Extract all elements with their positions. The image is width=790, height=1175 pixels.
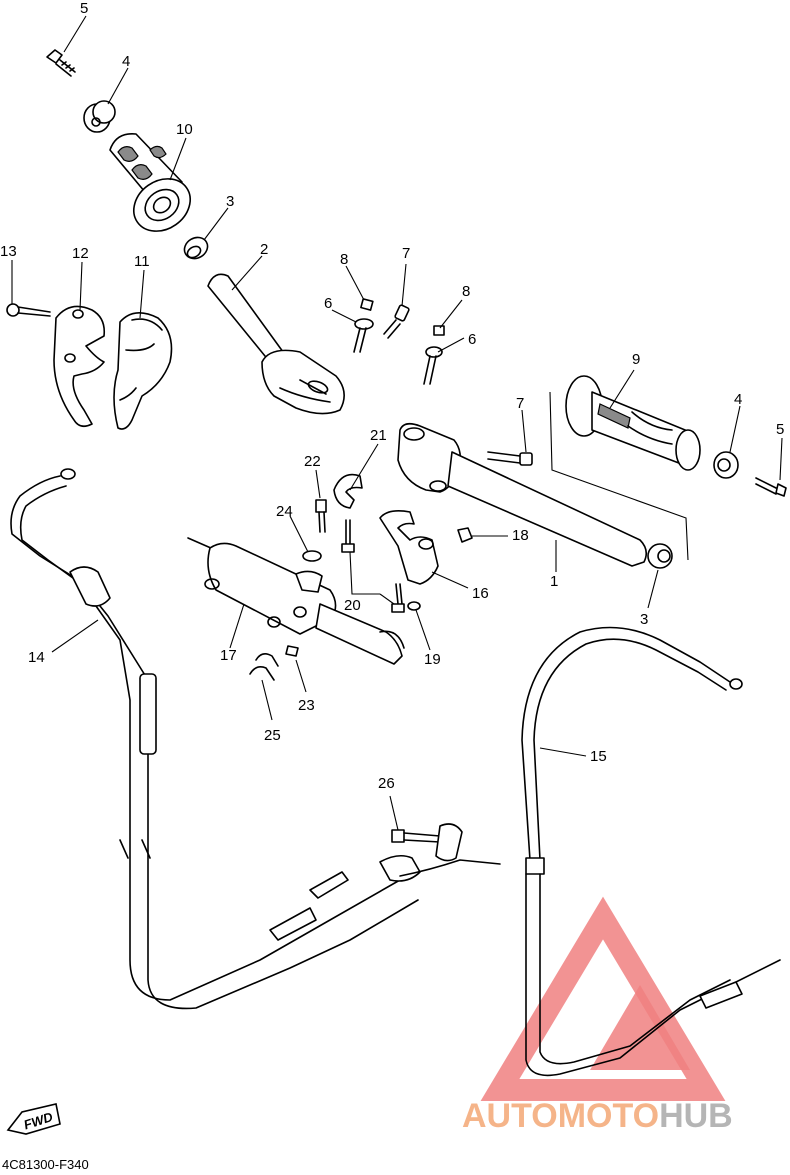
part-16-clamp <box>379 510 439 585</box>
callout-15: 15 <box>590 748 607 765</box>
part-14-throttle-cables <box>10 468 501 1010</box>
watermark: AUTOMOTOHUB <box>462 896 733 1135</box>
part-6-bolt-upper-right <box>423 346 443 385</box>
watermark-text-2: HUB <box>659 1097 733 1135</box>
watermark-triangle-icon <box>480 896 726 1101</box>
part-8-nut-upper-right <box>433 325 445 336</box>
callout-22: 22 <box>304 453 321 470</box>
part-18-nut <box>457 527 473 543</box>
part-5-bolt-left <box>46 49 76 77</box>
callout-2: 2 <box>260 241 268 258</box>
part-8-nut-upper-left <box>360 298 374 311</box>
part-20-bolt <box>341 519 355 553</box>
callout-7-b: 7 <box>516 395 524 412</box>
part-19-washer <box>407 601 421 611</box>
callout-7-a: 7 <box>402 245 410 262</box>
drawing-code: 4C81300-F340 <box>2 1157 89 1172</box>
fwd-direction-marker: FWD <box>6 1103 61 1135</box>
callout-13: 13 <box>0 243 17 260</box>
callout-8-b: 8 <box>462 283 470 300</box>
callout-6-a: 6 <box>324 295 332 312</box>
callout-16: 16 <box>472 585 489 602</box>
callout-19: 19 <box>424 651 441 668</box>
part-10-throttle-grip <box>109 133 191 232</box>
callout-26: 26 <box>378 775 395 792</box>
part-15-clutch-cable <box>521 626 781 1077</box>
callout-9: 9 <box>632 351 640 368</box>
callout-6-b: 6 <box>468 331 476 348</box>
part-3-cap-left <box>183 236 209 260</box>
right-assembly-frame <box>549 391 689 561</box>
callout-25: 25 <box>264 727 281 744</box>
callout-11: 11 <box>134 253 150 270</box>
callout-4-b: 4 <box>734 391 742 408</box>
callout-3-b: 3 <box>640 611 648 628</box>
callout-5-a: 5 <box>80 0 88 17</box>
part-22-bolt <box>315 499 327 533</box>
svg-text:AUTOMOTOHUB: AUTOMOTOHUB <box>462 1097 733 1135</box>
part-12-switch-housing <box>53 305 106 428</box>
callouts: 5 4 10 3 2 8 7 6 8 6 13 12 11 9 4 5 7 21… <box>0 0 784 792</box>
callout-3-a: 3 <box>226 193 234 210</box>
callout-4-a: 4 <box>122 53 130 70</box>
callout-10: 10 <box>176 121 193 138</box>
part-4-bar-end-collar-right <box>713 451 739 479</box>
callout-8-a: 8 <box>340 251 348 268</box>
part-11-switch-housing <box>113 312 173 430</box>
callout-20: 20 <box>344 597 361 614</box>
callout-18: 18 <box>512 527 529 544</box>
part-1-handlebar-right <box>397 422 648 567</box>
part-20-bolt-2 <box>391 583 405 613</box>
callout-14: 14 <box>28 649 45 666</box>
watermark-text-1: AUTOMOTO <box>462 1097 659 1135</box>
part-7-bolt-upper-left <box>383 304 410 339</box>
callout-12: 12 <box>72 245 89 262</box>
part-3-cap-right <box>647 543 673 569</box>
callout-17: 17 <box>220 647 237 664</box>
part-2-handlebar-left <box>207 273 345 415</box>
leader-lines <box>11 15 783 831</box>
part-4-bar-end-collar-left <box>83 100 116 133</box>
callout-1: 1 <box>550 573 558 590</box>
part-9-grip-right <box>565 375 701 471</box>
part-25-clip <box>249 652 279 681</box>
part-17-steering-damper <box>187 537 405 665</box>
fwd-arrow-icon <box>6 1103 61 1135</box>
part-13-screw <box>6 303 51 317</box>
callout-5-b: 5 <box>776 421 784 438</box>
part-23-washer <box>285 645 299 657</box>
callout-21: 21 <box>370 427 387 444</box>
part-6-bolt-upper-left <box>353 318 374 353</box>
part-7-bolt-right <box>487 451 533 466</box>
part-5-bolt-right <box>755 477 787 497</box>
callout-24: 24 <box>276 503 293 520</box>
callout-23: 23 <box>298 697 315 714</box>
part-26-bolt-bracket <box>391 823 463 862</box>
part-24-washer <box>302 550 322 562</box>
part-21-bracket <box>333 473 363 509</box>
